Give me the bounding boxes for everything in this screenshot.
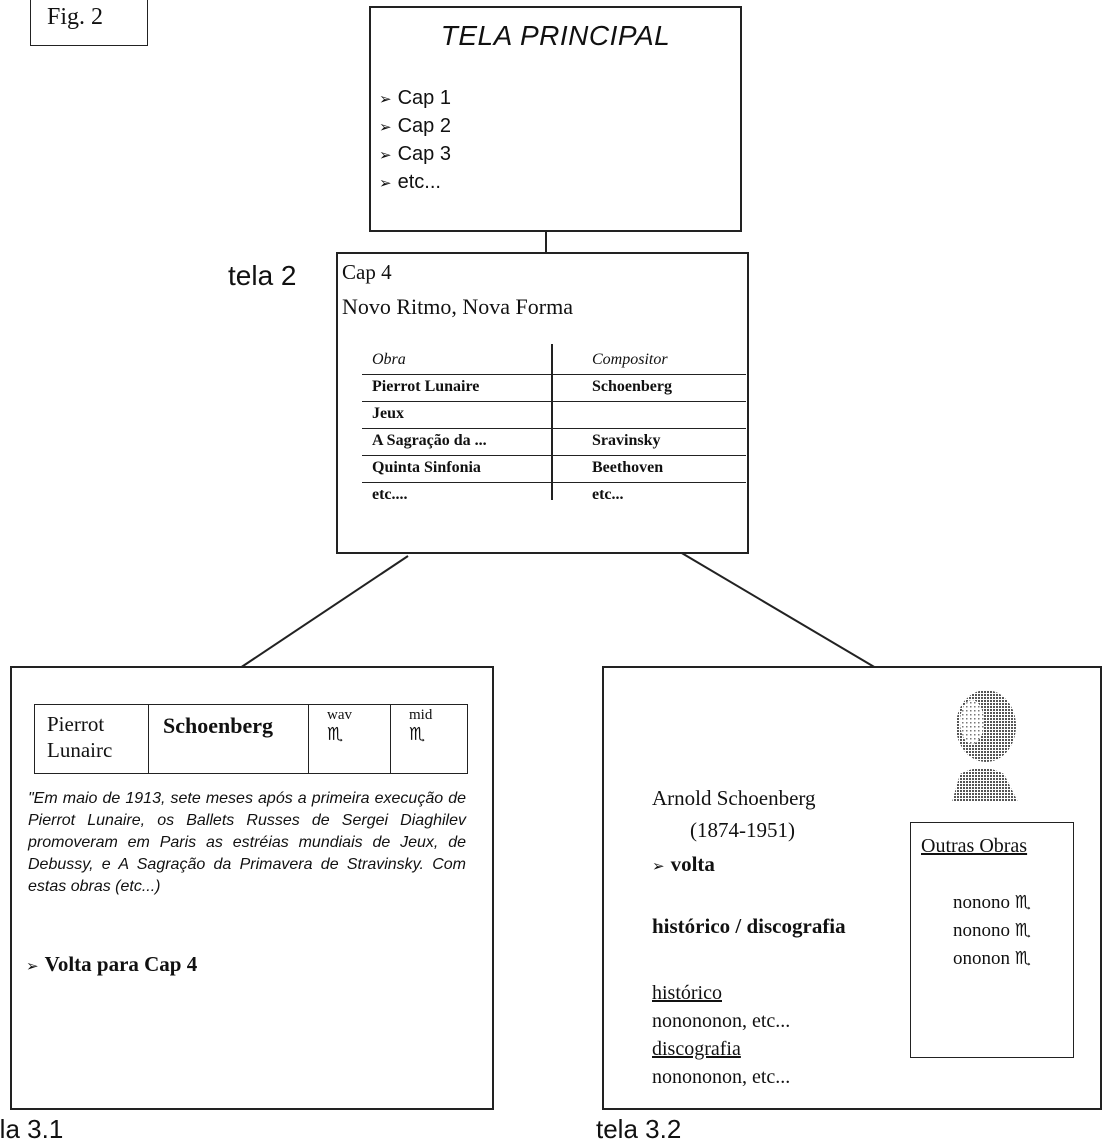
other-work-item[interactable]: ononon ♏ bbox=[911, 945, 1073, 973]
work-title-line2: Lunairc bbox=[47, 738, 113, 762]
screen31-label: tela 3.1 bbox=[0, 1114, 64, 1144]
other-works-title: Outras Obras bbox=[921, 835, 1028, 857]
figure-label: Fig. 2 bbox=[30, 0, 148, 46]
composer-photo bbox=[952, 690, 1018, 802]
header-compositor: Compositor bbox=[592, 351, 668, 368]
table-row[interactable]: Jeux bbox=[362, 402, 746, 429]
other-work-item[interactable]: nonono ♏ bbox=[911, 917, 1073, 945]
column-divider bbox=[551, 344, 553, 500]
chapter-item-label: Cap 3 bbox=[397, 143, 451, 165]
chapter-item[interactable]: ➢ Cap 1 bbox=[379, 84, 451, 112]
arrow-bullet-icon: ➢ bbox=[379, 174, 392, 192]
chapter-number: Cap 4 bbox=[342, 260, 392, 284]
connector-screen2-to-screen31 bbox=[239, 555, 409, 669]
discografia-link[interactable]: discografia bbox=[652, 1038, 741, 1060]
audio-icon: ♏ bbox=[327, 724, 344, 745]
table-row[interactable]: Quinta Sinfonia Beethoven bbox=[362, 456, 746, 483]
other-work-label: ononon bbox=[953, 948, 1011, 969]
back-link-label: Volta para Cap 4 bbox=[44, 952, 198, 976]
work-cell: Quinta Sinfonia bbox=[372, 459, 481, 476]
work-cell: Pierrot Lunaire bbox=[372, 378, 480, 395]
section-heading: histórico / discografia bbox=[652, 914, 846, 938]
mid-label: mid bbox=[409, 707, 433, 723]
back-link-label: volta bbox=[670, 852, 715, 876]
work-cell: etc.... bbox=[372, 486, 408, 503]
works-table: Obra Compositor Pierrot Lunaire Schoenbe… bbox=[362, 348, 746, 509]
arrow-bullet-icon: ➢ bbox=[379, 146, 392, 164]
other-works-panel: Outras Obras nonono ♏ nonono ♏ ononon ♏ bbox=[910, 822, 1074, 1058]
back-link[interactable]: ➢ volta bbox=[652, 852, 715, 877]
wav-audio-button[interactable]: wav ♏ bbox=[309, 705, 391, 773]
chapter-item[interactable]: ➢ Cap 2 bbox=[379, 112, 451, 140]
other-work-label: nonono bbox=[953, 920, 1011, 941]
discografia-text: nonononon, etc... bbox=[652, 1066, 791, 1088]
audio-icon: ♏ bbox=[1014, 892, 1031, 913]
arrow-bullet-icon: ➢ bbox=[379, 118, 392, 136]
screen31: Pierrot Lunairc Schoenberg wav ♏ mid ♏ "… bbox=[10, 666, 494, 1110]
composer-cell: etc... bbox=[592, 486, 624, 503]
arrow-bullet-icon: ➢ bbox=[26, 957, 39, 975]
work-title-cell: Pierrot Lunairc bbox=[35, 705, 149, 773]
composer-name: Arnold Schoenberg bbox=[652, 786, 816, 810]
main-screen: TELA PRINCIPAL ➢ Cap 1 ➢ Cap 2 ➢ Cap 3 ➢ etc… bbox=[369, 6, 742, 232]
composer-cell: Sravinsky bbox=[592, 432, 661, 449]
arrow-bullet-icon: ➢ bbox=[652, 857, 665, 875]
composer-dates: (1874-1951) bbox=[690, 818, 795, 842]
work-title-line1: Pierrot bbox=[47, 712, 105, 736]
composer-cell[interactable]: Schoenberg bbox=[149, 705, 309, 773]
work-cell: Jeux bbox=[372, 405, 404, 422]
back-to-chapter-link[interactable]: ➢ Volta para Cap 4 bbox=[26, 952, 197, 977]
wav-label: wav bbox=[327, 707, 352, 723]
other-works-list: nonono ♏ nonono ♏ ononon ♏ bbox=[911, 889, 1073, 973]
screen32: Arnold Schoenberg (1874-1951) ➢ volta his… bbox=[602, 666, 1102, 1110]
screen32-label: tela 3.2 bbox=[596, 1114, 682, 1144]
connector-screen2-to-screen32 bbox=[679, 551, 877, 669]
screen2: Cap 4 Novo Ritmo, Nova Forma Obra Compos… bbox=[336, 252, 749, 554]
table-row[interactable]: Pierrot Lunaire Schoenberg bbox=[362, 375, 746, 402]
chapter-title: Novo Ritmo, Nova Forma bbox=[342, 294, 573, 319]
chapter-item[interactable]: ➢ Cap 3 bbox=[379, 140, 451, 168]
composer-cell: Beethoven bbox=[592, 459, 664, 476]
chapter-item-label: Cap 2 bbox=[397, 115, 451, 137]
composer-cell: Schoenberg bbox=[592, 378, 672, 395]
arrow-bullet-icon: ➢ bbox=[379, 90, 392, 108]
table-row[interactable]: A Sagração da ... Sravinsky bbox=[362, 429, 746, 456]
historico-link[interactable]: histórico bbox=[652, 982, 722, 1004]
audio-icon: ♏ bbox=[1014, 920, 1031, 941]
historical-quote: "Em maio de 1913, sete meses após a prim… bbox=[28, 790, 466, 895]
screen2-label: tela 2 bbox=[228, 260, 297, 291]
work-cell: A Sagração da ... bbox=[372, 432, 487, 449]
work-detail-table: Pierrot Lunairc Schoenberg wav ♏ mid ♏ bbox=[34, 704, 468, 774]
mid-audio-button[interactable]: mid ♏ bbox=[391, 705, 467, 773]
table-row[interactable]: etc.... etc... bbox=[362, 483, 746, 509]
audio-icon: ♏ bbox=[1014, 948, 1031, 969]
chapter-item-label: etc... bbox=[397, 171, 441, 193]
chapter-list: ➢ Cap 1 ➢ Cap 2 ➢ Cap 3 ➢ etc... bbox=[379, 84, 451, 196]
other-work-label: nonono bbox=[953, 892, 1011, 913]
chapter-item-label: Cap 1 bbox=[397, 87, 451, 109]
main-screen-title: TELA PRINCIPAL bbox=[440, 20, 671, 51]
audio-icon: ♏ bbox=[409, 724, 426, 745]
works-table-header: Obra Compositor bbox=[362, 348, 746, 375]
header-obra: Obra bbox=[372, 351, 406, 368]
other-work-item[interactable]: nonono ♏ bbox=[911, 889, 1073, 917]
chapter-item[interactable]: ➢ etc... bbox=[379, 168, 451, 196]
historico-text: nonononon, etc... bbox=[652, 1010, 791, 1032]
